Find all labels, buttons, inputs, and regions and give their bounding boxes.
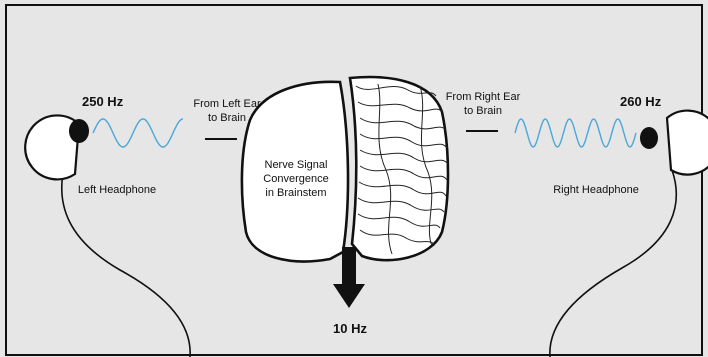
output-frequency-label: 10 Hz [333, 321, 367, 336]
brain-right-hemisphere [350, 77, 448, 260]
right-frequency-label: 260 Hz [620, 94, 662, 109]
left-path-label-line2: to Brain [208, 112, 246, 124]
left-headphone-label: Left Headphone [78, 184, 156, 196]
right-path-label-line1: From Right Ear [446, 91, 521, 103]
brain-label-line2: Convergence [263, 173, 328, 185]
right-path-label-line2: to Brain [464, 105, 502, 117]
brain-label-line1: Nerve Signal [265, 159, 328, 171]
left-path-label-line1: From Left Ear [193, 98, 261, 110]
brain-label-line3: in Brainstem [265, 187, 326, 199]
left-frequency-label: 250 Hz [82, 94, 124, 109]
right-headphone-label: Right Headphone [553, 184, 639, 196]
